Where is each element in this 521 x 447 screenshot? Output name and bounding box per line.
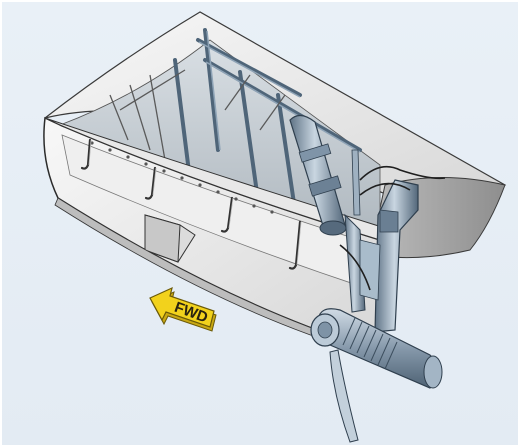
actuator-tube-upper (289, 114, 347, 236)
internal-struts (109, 69, 286, 161)
support-strap (329, 349, 359, 443)
fastener-row (90, 141, 274, 214)
frame-ribs-light (198, 30, 361, 153)
fwd-arrow-icon: FWD (149, 286, 217, 332)
hook-brackets (80, 138, 302, 270)
mount-bracket (359, 179, 419, 333)
actuator-cylinder-lower (310, 308, 443, 389)
cables (339, 165, 446, 291)
frame-ribs (173, 28, 362, 212)
hook-brackets-highlight (88, 139, 302, 266)
fwd-arrow-body (149, 286, 215, 328)
box-fitting (144, 214, 196, 263)
